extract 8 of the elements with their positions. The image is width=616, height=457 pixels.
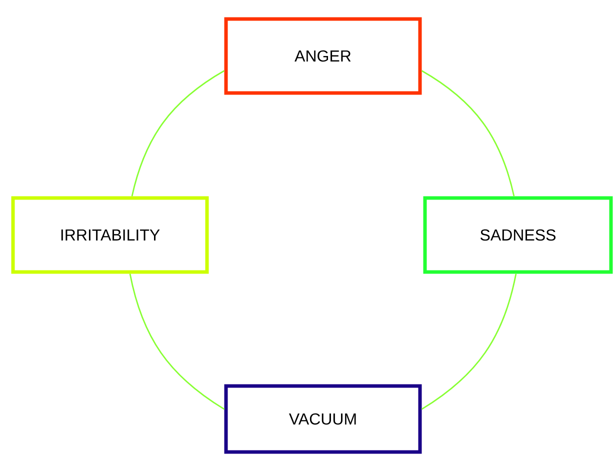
- circle-arc: [421, 274, 517, 410]
- emotion-box: VACUUM: [224, 384, 422, 454]
- circle-arc: [131, 70, 225, 196]
- circle-arc: [421, 70, 515, 196]
- emotion-box: IRRITABILITY: [11, 196, 209, 274]
- circle-arc: [129, 274, 225, 410]
- emotion-box: SADNESS: [423, 196, 613, 274]
- emotion-box: ANGER: [224, 17, 422, 95]
